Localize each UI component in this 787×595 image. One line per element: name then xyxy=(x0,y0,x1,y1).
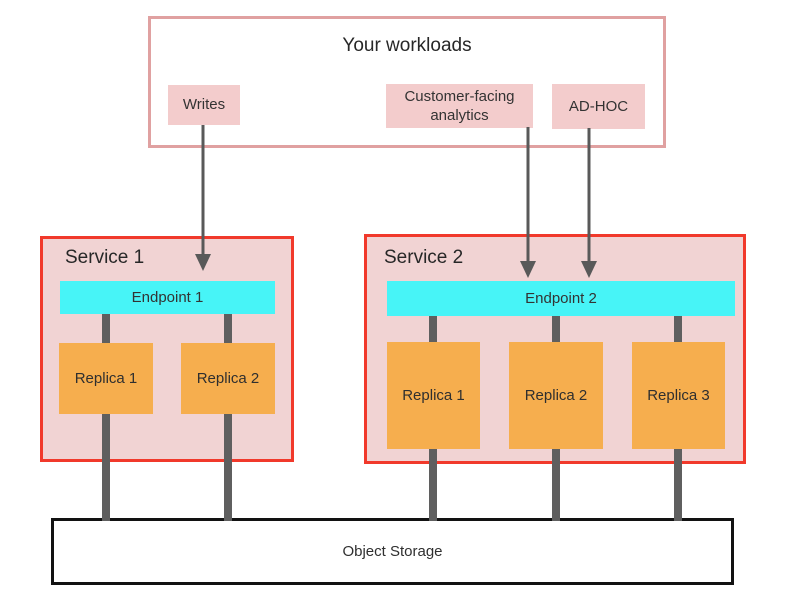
service-2-replica-2: Replica 2 xyxy=(509,342,603,449)
workload-chip-customer-facing-analytics-label: Customer-facing analytics xyxy=(404,87,515,125)
your-workloads-box: Your workloads Writes Customer-facing an… xyxy=(148,16,666,148)
service-2-endpoint: Endpoint 2 xyxy=(387,281,735,316)
service-1-endpoint: Endpoint 1 xyxy=(60,281,275,314)
connector-s1-replica2-storage xyxy=(224,412,232,521)
arrow-shaft xyxy=(526,127,530,262)
service-1-replica-2: Replica 2 xyxy=(181,343,275,414)
arrow-adhoc-to-endpoint2 xyxy=(581,128,597,278)
object-storage-box: Object Storage xyxy=(51,518,734,585)
object-storage-label: Object Storage xyxy=(342,543,443,560)
service-2-replica-1: Replica 1 xyxy=(387,342,480,449)
connector-s2-replica3-storage xyxy=(674,447,682,521)
connector-s1-replica1-storage xyxy=(102,412,110,521)
connector-endpoint2-replica1 xyxy=(429,314,437,344)
arrow-head-icon xyxy=(195,254,211,271)
workload-chip-writes-label: Writes xyxy=(182,96,226,114)
arrow-shaft xyxy=(587,128,591,262)
workload-chip-ad-hoc: AD-HOC xyxy=(552,84,645,129)
service-2-box: Service 2 Endpoint 2 Replica 1 Replica 2… xyxy=(364,234,746,464)
arrow-analytics-to-endpoint2 xyxy=(520,127,536,278)
workloads-title: Your workloads xyxy=(342,35,472,56)
service-2-title: Service 2 xyxy=(384,247,464,268)
connector-endpoint2-replica2 xyxy=(552,314,560,344)
arrow-writes-to-endpoint1 xyxy=(195,125,211,271)
connector-s2-replica2-storage xyxy=(552,447,560,521)
arrow-shaft xyxy=(201,125,205,255)
service-1-box: Service 1 Endpoint 1 Replica 1 Replica 2 xyxy=(40,236,294,462)
connector-endpoint2-replica3 xyxy=(674,314,682,344)
workload-chip-ad-hoc-label: AD-HOC xyxy=(568,97,629,115)
arrow-head-icon xyxy=(581,261,597,278)
service-1-replica-1: Replica 1 xyxy=(59,343,153,414)
connector-s2-replica1-storage xyxy=(429,447,437,521)
workload-chip-writes: Writes xyxy=(168,85,240,125)
arrow-head-icon xyxy=(520,261,536,278)
connector-endpoint1-replica1 xyxy=(102,312,110,345)
connector-endpoint1-replica2 xyxy=(224,312,232,345)
service-2-replica-3: Replica 3 xyxy=(632,342,725,449)
service-1-title: Service 1 xyxy=(65,247,145,268)
workload-chip-customer-facing-analytics: Customer-facing analytics xyxy=(386,84,533,128)
